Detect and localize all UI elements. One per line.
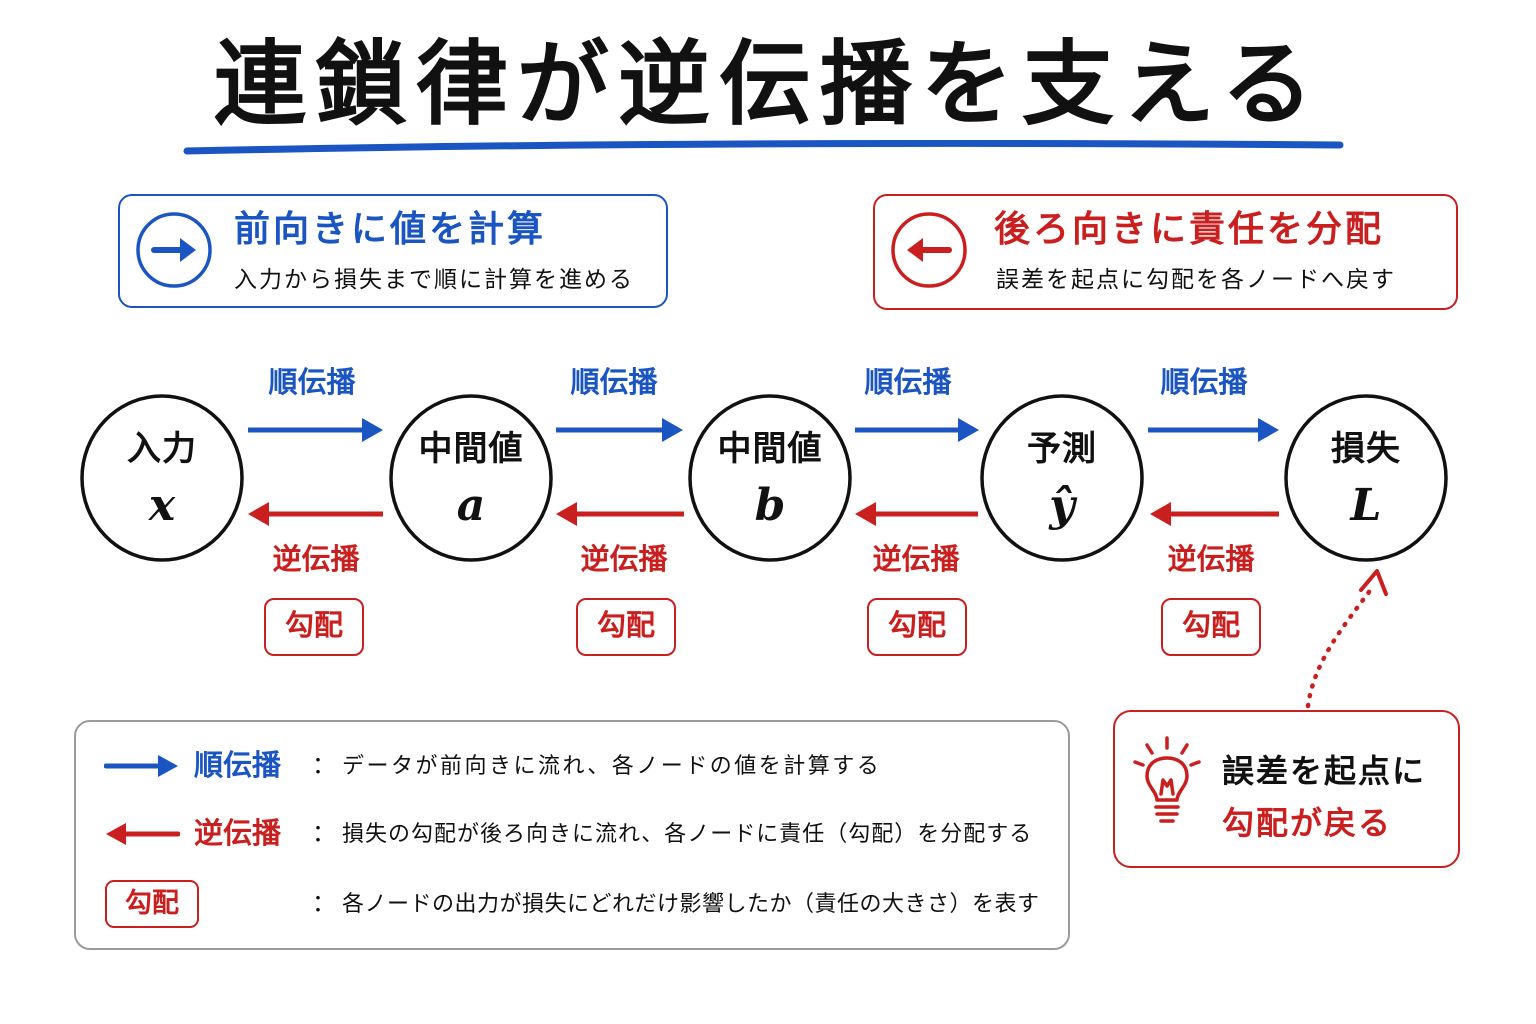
lightbulb-icon: [1133, 736, 1201, 823]
node-label-loss: 損失: [1331, 430, 1401, 468]
dotted-pointer-arrow: [1305, 569, 1388, 709]
node-circle-input: [80, 394, 244, 562]
forward-label-2: 順伝播: [570, 367, 658, 399]
legend-description-backward: 損失の勾配が後ろ向きに流れ、各ノードに責任（勾配）を分配する: [342, 820, 1033, 846]
legend-term-forward: 順伝播: [194, 749, 282, 782]
legend-separator: ：: [312, 751, 336, 779]
legend-term-backward: 逆伝播: [194, 817, 282, 850]
legend-row-backward: 逆伝播 ： 損失の勾配が後ろ向きに流れ、各ノードに責任（勾配）を分配する: [76, 814, 1067, 854]
backward-label-2: 逆伝播: [580, 544, 668, 576]
node-symbol-loss: L: [1350, 480, 1382, 531]
error-origin-callout: 誤差を起点に 勾配が戻る: [1113, 710, 1460, 868]
gradient-badge-3: 勾配: [867, 598, 967, 656]
node-label-intermediate-b: 中間値: [717, 430, 823, 468]
node-label-input: 入力: [127, 430, 197, 468]
gradient-badge-1: 勾配: [264, 598, 364, 656]
forward-label-3: 順伝播: [864, 367, 952, 399]
gradient-badge-4: 勾配: [1161, 598, 1261, 656]
backward-arrow-4: [1150, 502, 1279, 526]
red-left-arrow-icon: [106, 822, 180, 845]
gradient-box-icon: 勾配: [105, 879, 199, 928]
backward-label-3: 逆伝播: [872, 544, 960, 576]
legend-separator: ：: [312, 819, 336, 847]
arrow-right-circle-icon: [136, 212, 212, 288]
legend-row-gradient: 勾配 ： 各ノードの出力が損失にどれだけ影響したか（責任の大きさ）を表す: [76, 879, 1067, 928]
forward-summary-card: 前向きに値を計算 入力から損失まで順に計算を進める: [118, 194, 668, 308]
legend-description-forward: データが前向きに流れ、各ノードの値を計算する: [342, 752, 882, 778]
forward-arrow-3: [855, 418, 979, 442]
backward-label-1: 逆伝播: [272, 544, 360, 576]
arrow-left-circle-icon: [891, 212, 967, 288]
gradient-badge-2: 勾配: [576, 598, 676, 656]
callout-line-1: 誤差を起点に: [1222, 753, 1427, 789]
node-circle-prediction: [980, 394, 1144, 562]
backward-arrow-2: [556, 502, 684, 526]
backward-card-subtitle: 誤差を起点に勾配を各ノードへ戻す: [996, 266, 1396, 292]
callout-line-2: 勾配が戻る: [1222, 805, 1393, 841]
forward-arrow-4: [1148, 418, 1279, 442]
node-symbol-intermediate-a: a: [456, 480, 486, 531]
legend-row-forward: 順伝播 ： データが前向きに流れ、各ノードの値を計算する: [76, 746, 1067, 786]
backward-arrow-3: [855, 502, 978, 526]
backward-card-title: 後ろ向きに責任を分配: [994, 208, 1385, 249]
forward-arrow-2: [556, 418, 683, 442]
node-circle-intermediate-b: [688, 394, 852, 562]
forward-label-1: 順伝播: [268, 367, 356, 399]
node-symbol-input: x: [148, 480, 176, 531]
title-underline: [183, 139, 1344, 155]
node-label-prediction: 予測: [1027, 430, 1097, 468]
blue-right-arrow-icon: [104, 754, 178, 777]
legend-separator: ：: [312, 889, 336, 917]
legend-box: 順伝播 ： データが前向きに流れ、各ノードの値を計算する 逆伝播 ： 損失の勾配…: [74, 720, 1070, 950]
node-circle-loss: [1284, 394, 1448, 562]
node-symbol-intermediate-b: b: [754, 480, 786, 531]
legend-description-gradient: 各ノードの出力が損失にどれだけ影響したか（責任の大きさ）を表す: [342, 890, 1040, 916]
backward-label-4: 逆伝播: [1167, 544, 1255, 576]
backward-arrow-1: [248, 502, 383, 526]
backward-summary-card: 後ろ向きに責任を分配 誤差を起点に勾配を各ノードへ戻す: [873, 194, 1458, 310]
node-circle-intermediate-a: [389, 394, 553, 562]
forward-arrow-1: [248, 418, 383, 442]
page-title: 連鎖律が逆伝播を支える: [213, 34, 1323, 136]
forward-card-subtitle: 入力から損失まで順に計算を進める: [234, 266, 634, 292]
forward-label-4: 順伝播: [1160, 367, 1248, 399]
forward-card-title: 前向きに値を計算: [234, 208, 547, 249]
node-label-intermediate-a: 中間値: [418, 430, 524, 468]
node-symbol-prediction: ŷ: [1049, 480, 1075, 531]
